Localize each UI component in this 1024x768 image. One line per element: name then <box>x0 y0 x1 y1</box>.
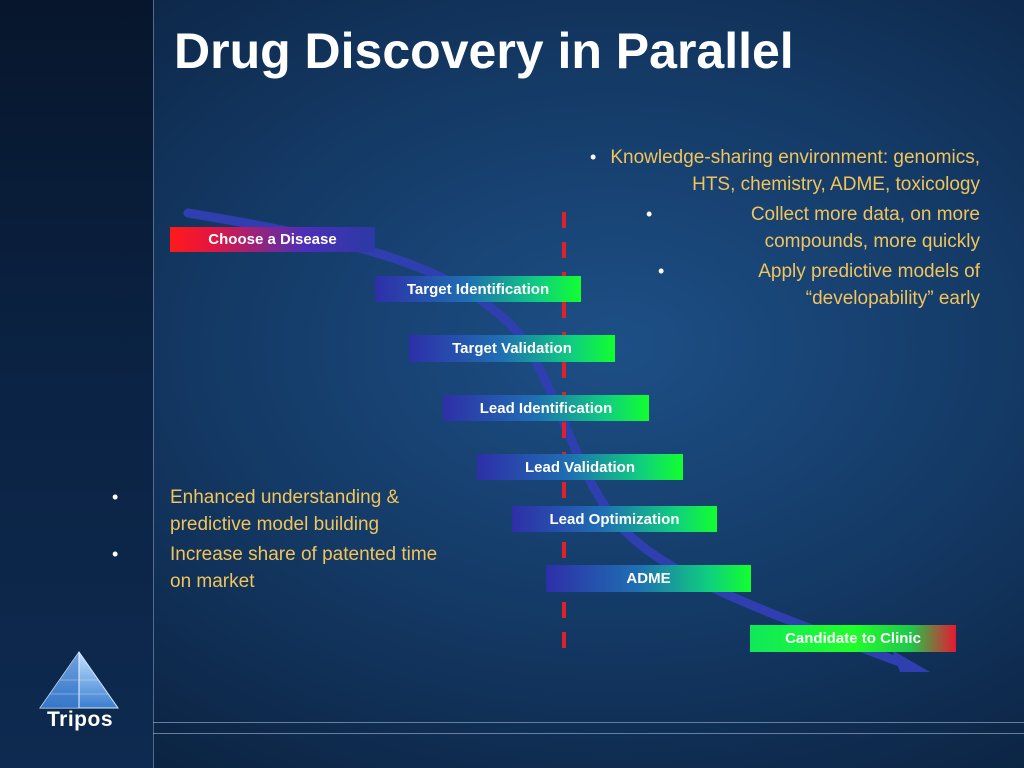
bullets-left: • Enhanced understanding & predictive mo… <box>112 484 472 598</box>
bullet-right-item: • Knowledge-sharing environment: genomic… <box>590 144 980 198</box>
bullet-left-item: • Increase share of patented time on mar… <box>112 541 472 595</box>
left-band <box>0 0 153 768</box>
stage-lead-identification: Lead Identification <box>443 395 649 421</box>
bullet-dot-icon: • <box>646 204 653 224</box>
footer-divider-bottom <box>153 733 1024 734</box>
bullet-right-text: Apply predictive models of “developabili… <box>758 261 980 309</box>
stage-adme: ADME <box>546 565 751 592</box>
bullet-dot-icon: • <box>112 487 119 507</box>
bullet-right-text: Knowledge-sharing environment: genomics,… <box>610 147 980 195</box>
bullet-left-item: • Enhanced understanding & predictive mo… <box>112 484 472 538</box>
bullet-right-item: • Apply predictive models of “developabi… <box>590 258 980 312</box>
bullet-dot-icon: • <box>590 147 597 167</box>
logo-text: Tripos <box>46 708 113 731</box>
stage-candidate-to-clinic: Candidate to Clinic <box>750 625 956 652</box>
bullet-right-text: Collect more data, on more compounds, mo… <box>750 204 980 252</box>
bullet-left-text: Enhanced understanding & predictive mode… <box>170 487 400 535</box>
bullet-dot-icon: • <box>658 261 665 281</box>
flow-arrow-head <box>892 650 930 672</box>
vertical-divider <box>153 0 154 768</box>
pyramid-logo-icon <box>39 651 119 709</box>
stage-lead-optimization: Lead Optimization <box>512 506 717 532</box>
bullets-right: • Knowledge-sharing environment: genomic… <box>590 144 980 315</box>
stage-lead-validation: Lead Validation <box>477 454 683 480</box>
bullet-right-item: • Collect more data, on more compounds, … <box>590 201 980 255</box>
stage-target-validation: Target Validation <box>409 335 615 362</box>
slide-title: Drug Discovery in Parallel <box>174 23 794 79</box>
bullet-left-text: Increase share of patented time on marke… <box>170 544 438 592</box>
stage-choose-a-disease: Choose a Disease <box>170 227 375 252</box>
stage-target-identification: Target Identification <box>375 276 581 302</box>
footer-divider-top <box>153 722 1024 723</box>
bullet-dot-icon: • <box>112 544 119 564</box>
